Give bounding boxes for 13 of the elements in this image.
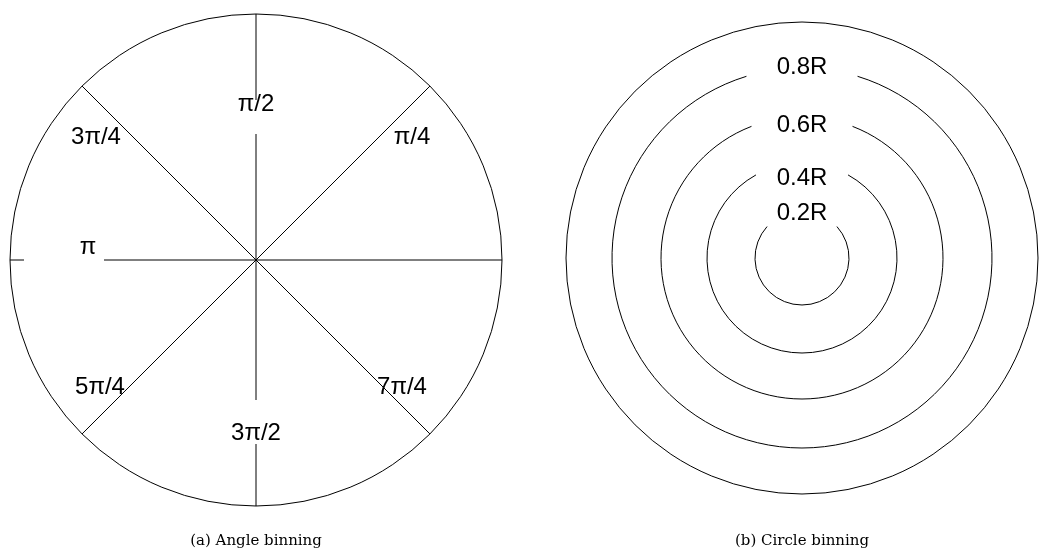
radius-label: 0.4R (776, 165, 828, 189)
angle-label: π (79, 234, 97, 258)
angle-label: 3π/2 (231, 420, 281, 444)
angle-label: 3π/4 (71, 124, 121, 148)
figure-caption: (b) Circle binning (734, 531, 870, 549)
radius-label: 0.2R (776, 200, 828, 224)
angle-label: π/2 (237, 91, 275, 115)
figure-caption: (a) Angle binning (190, 531, 322, 549)
radius-label: 0.8R (776, 54, 828, 78)
angle-label: 7π/4 (377, 374, 427, 398)
angle-label: π/4 (393, 124, 431, 148)
radius-label: 0.6R (776, 112, 828, 136)
angle-label: 5π/4 (75, 374, 125, 398)
